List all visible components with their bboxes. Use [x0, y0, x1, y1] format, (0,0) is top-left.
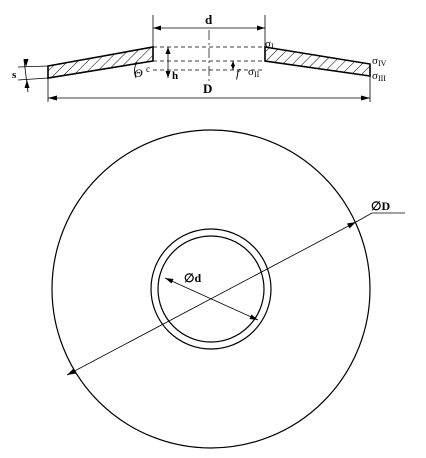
- right-cross-section: [264, 46, 371, 77]
- outer-diameter-line: [66, 221, 357, 376]
- inner-diameter-label: ∅d: [184, 271, 201, 285]
- outer-diameter-arrow-lower: [67, 368, 76, 375]
- plan-view: ∅D ∅d: [51, 129, 405, 449]
- outer-circle: [51, 129, 371, 449]
- inner-diameter-arrow-upper: [165, 278, 174, 284]
- sigma-3-label: σIII: [372, 70, 386, 83]
- D-label: D: [203, 81, 212, 96]
- outer-diameter-label: ∅D: [371, 199, 390, 213]
- s-extension-bottom: [17, 77, 49, 81]
- s-arrow-top: [23, 59, 29, 67]
- sigma-4-label: σIV: [372, 55, 387, 68]
- d-arrow-left: [153, 25, 161, 31]
- f-label: f: [236, 66, 241, 80]
- sigma-1-label: σI: [265, 38, 274, 51]
- D-arrow-right: [361, 95, 370, 101]
- underside-hidden-line-right: [264, 60, 371, 77]
- inner-diameter-arrow-lower: [249, 314, 258, 320]
- d-arrow-right: [257, 25, 265, 31]
- h-arrow-bottom: [165, 71, 171, 78]
- D-arrow-left: [48, 95, 57, 101]
- svg-text:σII: σII: [248, 66, 260, 79]
- underside-hidden-line-left: [47, 60, 154, 79]
- outer-diameter-leader: [355, 212, 373, 223]
- angle-label: Θ: [134, 66, 143, 80]
- inner-diameter-line: [164, 277, 259, 321]
- f-arrow-bottom: [231, 65, 235, 70]
- outer-diameter-arrow-upper: [347, 222, 356, 229]
- svg-text:σIV: σIV: [372, 55, 387, 68]
- s-extension-top: [17, 65, 49, 68]
- s-arrow-bottom: [24, 80, 30, 88]
- s-label: s: [12, 69, 17, 81]
- d-label: d: [205, 12, 213, 27]
- inner-circle-inner-edge: [157, 235, 265, 343]
- svg-text:σI: σI: [265, 38, 274, 51]
- sigma-2-label: σII: [248, 66, 260, 79]
- section-view: d D s h f Θ c σI: [12, 12, 387, 102]
- svg-text:σIII: σIII: [372, 70, 386, 83]
- angle-arc: [134, 61, 138, 79]
- inner-circle-outer-edge: [150, 228, 272, 350]
- point-c-label: c: [146, 64, 150, 74]
- h-arrow-top: [165, 47, 171, 54]
- f-arrow-top: [231, 61, 235, 66]
- h-label: h: [172, 70, 178, 82]
